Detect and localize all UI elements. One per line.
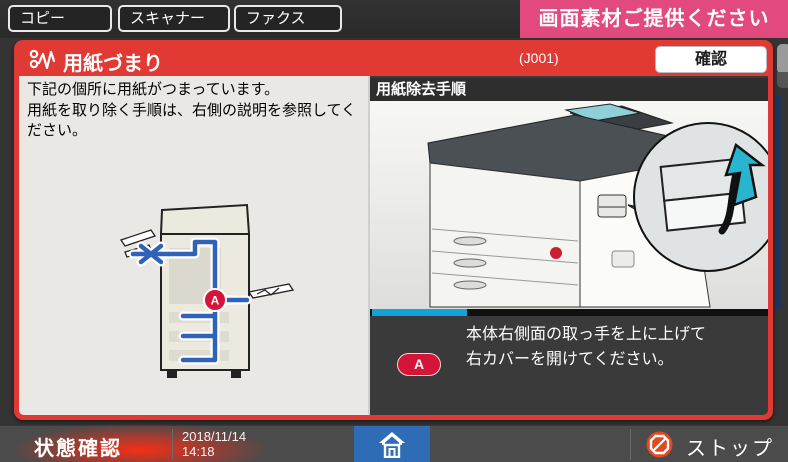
divider [630,429,631,460]
bottom-status-bar: 状態確認 2018/11/14 14:18 ストップ [0,422,788,462]
step-instruction-area: A 本体右側面の取っ手を上に上げて 右カバーを開けてください。 [370,316,768,415]
dialog-body: 下記の個所に用紙がつまっています。 用紙を取り除く手順は、右側の説明を参照してく… [19,76,768,415]
stop-button[interactable]: ストップ [642,426,788,462]
step-text-line-1: 本体右側面の取っ手を上に上げて [466,326,707,343]
tab-copy[interactable]: コピー [8,5,112,32]
tab-scanner[interactable]: スキャナー [118,5,230,32]
stop-label: ストップ [686,438,774,460]
datetime-display: 2018/11/14 14:18 [182,429,246,459]
printer-illustration [370,101,768,309]
procedure-header: 用紙除去手順 [370,78,768,101]
scrollbar-thumb-shadow [777,72,788,88]
removal-procedure-pane: 用紙除去手順 [370,76,768,415]
step-text-line-2: 右カバーを開けてください。 [466,350,674,368]
confirm-button[interactable]: 確認 [655,46,767,73]
paper-jam-icon [29,49,56,70]
scrollbar-thumb[interactable] [777,44,788,74]
stop-icon [646,431,673,458]
home-icon [379,432,405,458]
step-progress-fill [372,309,467,316]
instruction-line-1: 下記の個所に用紙がつまっています。 [27,81,280,98]
printer-schematic-diagram: A [119,203,295,378]
divider [172,429,173,460]
jam-location-pane: 下記の個所に用紙がつまっています。 用紙を取り除く手順は、右側の説明を参照してく… [19,76,368,415]
jam-marker-a: A [211,294,220,308]
instruction-line-2: 用紙を取り除く手順は、右側の説明を参照してください。 [27,101,357,140]
background-strip [775,96,782,310]
step-text: 本体右側面の取っ手を上に上げて 右カバーを開けてください。 [466,323,706,373]
error-code: (J001) [519,50,559,66]
date-text: 2018/11/14 [182,429,247,444]
paper-jam-dialog: 用紙づまり (J001) 確認 下記の個所に用紙がつまっています。 用紙を取り除… [14,40,773,420]
status-alert-glow [5,422,275,462]
tab-fax[interactable]: ファクス [234,5,342,32]
dialog-header: 用紙づまり (J001) 確認 [19,44,768,76]
step-progress-bar [370,309,768,316]
time-text: 14:18 [182,444,215,459]
material-request-banner: 画面素材ご提供ください [520,0,788,38]
dialog-title: 用紙づまり [63,53,163,75]
jam-instructions: 下記の個所に用紙がつまっています。 用紙を取り除く手順は、右側の説明を参照してく… [27,80,363,142]
home-button[interactable] [354,426,430,462]
step-badge-a: A [397,353,441,376]
status-check-button[interactable]: 状態確認 [34,438,122,460]
